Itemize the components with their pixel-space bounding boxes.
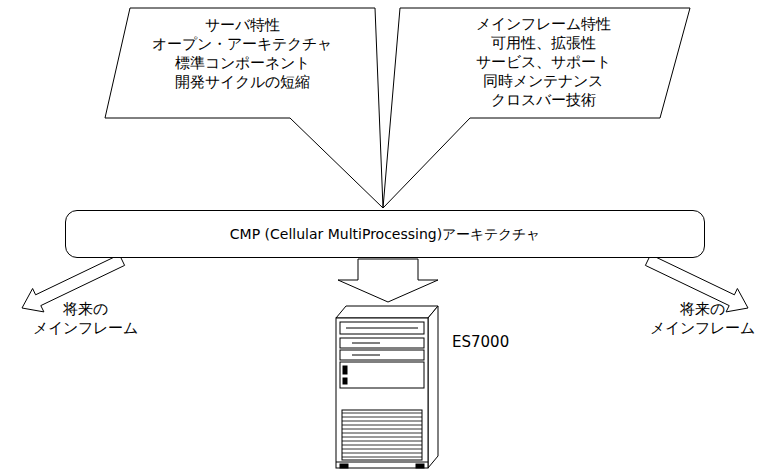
- architecture-box: CMP (Cellular MultiProcessing)アーキテクチャ: [65, 210, 705, 258]
- callout-item: 標準コンポーネント: [175, 54, 310, 73]
- callout-item: 同時メンテナンス: [483, 72, 603, 91]
- callout-shape: サーバ特性オープン・アーキテクチャ標準コンポーネント開発サイクルの短縮: [100, 6, 392, 212]
- target-label: 将来の メインフレーム: [642, 300, 762, 338]
- box-label: CMP (Cellular MultiProcessing)アーキテクチャ: [230, 225, 540, 244]
- callout-text: サーバ特性オープン・アーキテクチャ標準コンポーネント開発サイクルの短縮: [114, 16, 370, 92]
- callout-heading: サーバ特性: [205, 16, 280, 35]
- callout-item: クロスバー技術: [491, 91, 596, 110]
- callout-text: メインフレーム特性可用性、拡張性サービス、サポート同時メンテナンスクロスバー技術: [418, 15, 668, 110]
- callout-item: オープン・アーキテクチャ: [152, 35, 332, 54]
- callout-item: 開発サイクルの短縮: [175, 73, 310, 92]
- callout-shape: メインフレーム特性可用性、拡張性サービス、サポート同時メンテナンスクロスバー技術: [378, 6, 694, 212]
- callout-heading: メインフレーム特性: [476, 15, 611, 34]
- product-label: ES7000: [452, 333, 532, 352]
- target-label: 将来の メインフレーム: [20, 300, 150, 338]
- hollow-arrow: [338, 259, 438, 302]
- callout-item: 可用性、拡張性: [491, 34, 596, 53]
- callout-item: サービス、サポート: [476, 53, 611, 72]
- hollow-arrows: [22, 255, 748, 312]
- server-illustration: [336, 306, 438, 468]
